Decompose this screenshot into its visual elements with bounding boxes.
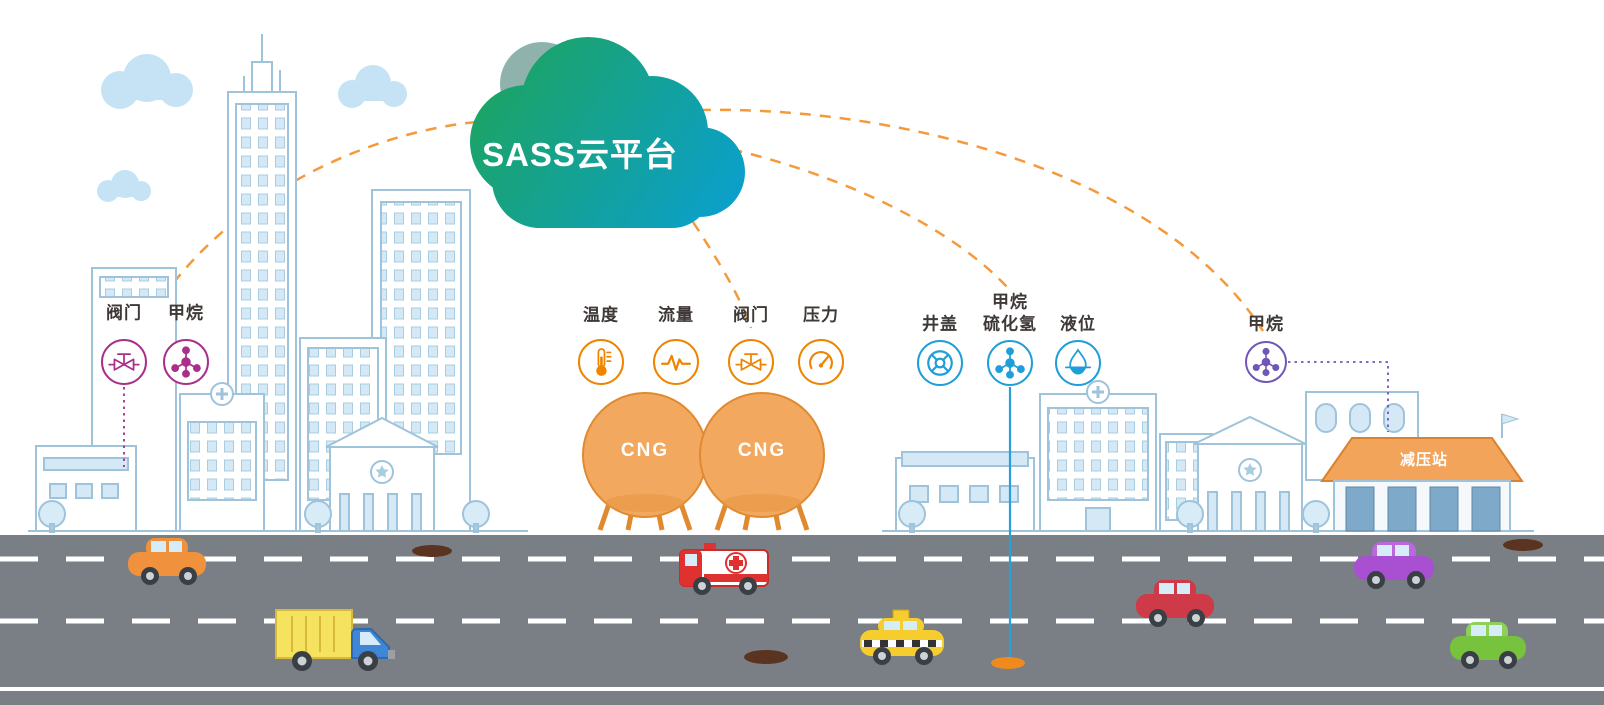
sensor-label-methane-mid: 甲烷 bbox=[992, 292, 1028, 312]
sensor-label-liquid-level: 液位 bbox=[1060, 314, 1096, 334]
sensor-label-valve-left: 阀门 bbox=[106, 303, 142, 323]
methane-icon bbox=[1245, 341, 1287, 383]
pressure-reduction-station-building bbox=[1320, 413, 1524, 532]
valve-icon bbox=[101, 339, 147, 385]
sky-clouds bbox=[97, 54, 407, 202]
ambulance bbox=[679, 543, 769, 595]
delivery-truck bbox=[275, 609, 395, 671]
vehicles bbox=[128, 538, 1526, 671]
purple-drop-line bbox=[1288, 361, 1389, 432]
pressure-gauge-icon bbox=[798, 339, 844, 385]
sensor-label-flow: 流量 bbox=[658, 305, 694, 325]
flow-icon bbox=[653, 339, 699, 385]
trees-left bbox=[38, 500, 490, 533]
taxi bbox=[860, 609, 944, 665]
manhole-cover-icon bbox=[917, 340, 963, 386]
city-left bbox=[28, 34, 528, 533]
sensor-label-pressure: 压力 bbox=[803, 305, 839, 325]
cng-tank-label-1: CNG bbox=[620, 440, 670, 461]
cloud-shape bbox=[470, 37, 745, 228]
sensor-label-temperature: 温度 bbox=[583, 305, 619, 325]
sensor-label-methane-right: 甲烷 bbox=[1248, 314, 1284, 334]
valve-icon bbox=[728, 339, 774, 385]
gas-leak-spot bbox=[991, 657, 1025, 669]
cng-tank-label-2: CNG bbox=[737, 440, 787, 461]
green-car bbox=[1450, 622, 1526, 669]
sensor-label-methane-left: 甲烷 bbox=[168, 303, 204, 323]
road bbox=[0, 535, 1604, 705]
cng-tanks bbox=[582, 392, 825, 531]
sensor-drop-lines bbox=[123, 361, 1389, 669]
connector-to-station-group bbox=[699, 108, 1265, 332]
thermometer-icon bbox=[578, 339, 624, 385]
purple-car bbox=[1354, 542, 1434, 589]
sensor-label-h2s: 硫化氢 bbox=[983, 314, 1037, 334]
gas-molecule-icon bbox=[987, 340, 1033, 386]
orange-car bbox=[128, 538, 206, 585]
cloud-platform-label: SASS云平台 bbox=[482, 136, 678, 173]
methane-icon bbox=[163, 339, 209, 385]
manhole-covers bbox=[412, 539, 1543, 664]
sensor-label-valve-cng: 阀门 bbox=[733, 305, 769, 325]
liquid-level-icon bbox=[1055, 340, 1101, 386]
connector-to-cng-group bbox=[691, 221, 753, 329]
pressure-station-label: 减压站 bbox=[1399, 451, 1449, 469]
sensor-label-manhole: 井盖 bbox=[922, 314, 958, 334]
connector-to-manhole-group bbox=[711, 143, 1009, 289]
red-car bbox=[1136, 580, 1214, 627]
